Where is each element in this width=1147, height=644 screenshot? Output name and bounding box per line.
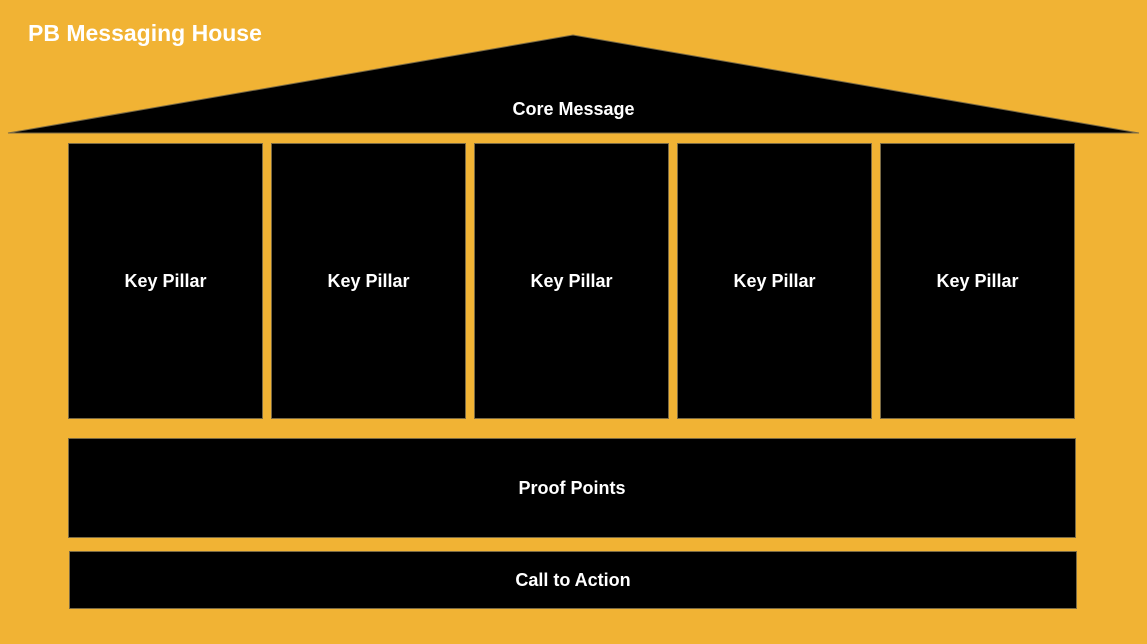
key-pillar-4: Key Pillar <box>677 143 872 419</box>
proof-points-block: Proof Points <box>68 438 1076 538</box>
key-pillar-3: Key Pillar <box>474 143 669 419</box>
core-message-label: Core Message <box>512 99 635 119</box>
call-to-action-block: Call to Action <box>69 551 1077 609</box>
key-pillar-1: Key Pillar <box>68 143 263 419</box>
key-pillar-5: Key Pillar <box>880 143 1075 419</box>
roof-triangle <box>7 34 1140 134</box>
diagram-title: PB Messaging House <box>28 20 262 46</box>
key-pillar-2: Key Pillar <box>271 143 466 419</box>
